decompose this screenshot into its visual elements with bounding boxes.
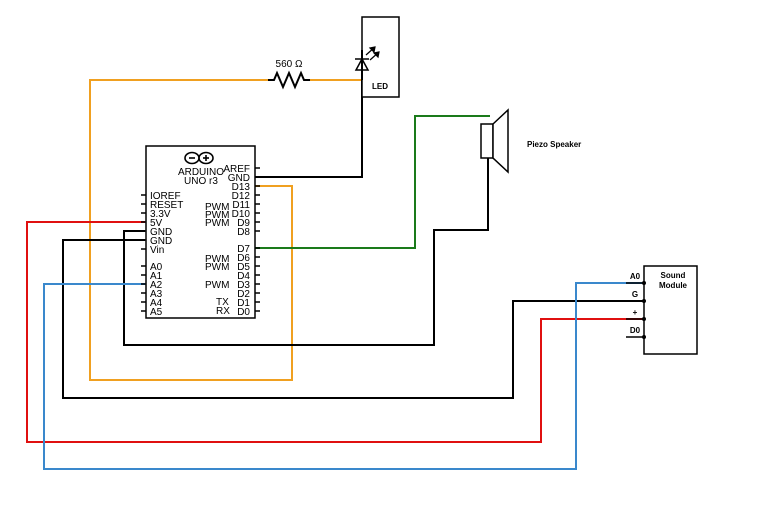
sound-module-pins bbox=[626, 282, 644, 338]
sound-module-box bbox=[643, 265, 698, 355]
arduino-left-pin-label: A0 bbox=[150, 262, 163, 273]
arduino-right-pin-label: D4 bbox=[237, 271, 250, 282]
sound-module-pin-d0: D0 bbox=[630, 326, 641, 335]
arduino-title-2: UNO r3 bbox=[184, 176, 218, 187]
pwm-label-d11: PWM bbox=[205, 202, 229, 213]
arduino-title-1: ARDUINO bbox=[178, 167, 224, 178]
resistor-zigzag bbox=[268, 70, 310, 90]
arduino-left-pin-label: GND bbox=[150, 236, 172, 247]
arduino-right-pin-label: D3 bbox=[237, 280, 250, 291]
arduino-right-pin-label: D2 bbox=[237, 289, 250, 300]
sound-module-title-1: Sound bbox=[661, 271, 686, 280]
arduino-right-pin-label: D7 bbox=[237, 244, 250, 255]
sound-module-pin-plus: + bbox=[633, 308, 638, 317]
sound-module-pin-g: G bbox=[632, 290, 638, 299]
piezo-cone bbox=[492, 108, 509, 174]
arduino-left-pin-label: Vin bbox=[150, 245, 164, 256]
piezo-speaker: Piezo Speaker bbox=[480, 108, 581, 174]
arduino-right-pin-label: D12 bbox=[232, 191, 251, 202]
led-box bbox=[361, 16, 400, 98]
sound-module: Sound Module A0 G + D0 bbox=[626, 265, 698, 355]
led-component: LED bbox=[354, 16, 400, 98]
sound-module-title-2: Module bbox=[659, 281, 688, 290]
wire-orange-d13-led bbox=[89, 79, 293, 381]
arduino-logo-icon bbox=[184, 151, 214, 165]
rx-label: RX bbox=[216, 306, 230, 317]
arduino-left-pin-label: GND bbox=[150, 227, 172, 238]
arduino-right-pin-label: D10 bbox=[232, 209, 251, 220]
led-diode-icon bbox=[354, 57, 370, 71]
wire-blue-a2-module bbox=[43, 282, 645, 470]
resistor-value: 560 Ω bbox=[276, 59, 303, 70]
pwm-label-d10: PWM bbox=[205, 210, 229, 221]
sound-module-pin-a0: A0 bbox=[630, 272, 641, 281]
piezo-body bbox=[480, 123, 494, 159]
arduino-left-pin-label: 3.3V bbox=[150, 209, 171, 220]
arduino-right-pin-label: GND bbox=[228, 173, 250, 184]
arduino-left-pin-label: IOREF bbox=[150, 191, 181, 202]
wire-black-gnd-led bbox=[255, 74, 363, 178]
tx-label: TX bbox=[216, 297, 229, 308]
wires bbox=[26, 74, 645, 470]
arduino-left-pin-label: A3 bbox=[150, 289, 163, 300]
wire-black-gnd-piezo bbox=[123, 156, 489, 346]
arduino-outline bbox=[145, 145, 256, 319]
led-label: LED bbox=[372, 82, 388, 91]
resistor: 560 Ω bbox=[268, 59, 310, 90]
arduino-right-pin-label: D13 bbox=[232, 182, 251, 193]
arduino-right-pin-label: D1 bbox=[237, 298, 250, 309]
wire-red-5v-module bbox=[26, 221, 645, 443]
arduino-left-pin-label: A4 bbox=[150, 298, 163, 309]
arduino-left-pin-label: A5 bbox=[150, 307, 163, 318]
arduino-left-pin-label: RESET bbox=[150, 200, 183, 211]
wire-black-gnd-module bbox=[62, 239, 645, 399]
pwm-label-d6: PWM bbox=[205, 254, 229, 265]
pwm-label-d9: PWM bbox=[205, 218, 229, 229]
sound-module-pin-dots bbox=[642, 281, 646, 339]
arduino-left-pin-label: 5V bbox=[150, 218, 163, 229]
arduino-left-pin-label: A1 bbox=[150, 271, 163, 282]
pwm-label-d3: PWM bbox=[205, 280, 229, 291]
pwm-label-d5: PWM bbox=[205, 262, 229, 273]
arduino-right-pin-label: D0 bbox=[237, 307, 250, 318]
arduino-right-pin-label: D5 bbox=[237, 262, 250, 273]
arduino-right-pin-label: D9 bbox=[237, 218, 250, 229]
arduino-left-pin-label: A2 bbox=[150, 280, 163, 291]
arduino-board: ARDUINO UNO r3 IOREFRESET3.3V5VGNDGNDVin… bbox=[141, 145, 260, 319]
piezo-label: Piezo Speaker bbox=[527, 140, 581, 149]
wire-green-d7-piezo bbox=[255, 115, 490, 249]
arduino-right-pin-label: D8 bbox=[237, 227, 250, 238]
arduino-right-pin-label: D6 bbox=[237, 253, 250, 264]
led-light-arrows-icon bbox=[365, 46, 380, 61]
arduino-right-pin-label: AREF bbox=[223, 164, 250, 175]
arduino-right-pin-label: D11 bbox=[232, 200, 250, 211]
